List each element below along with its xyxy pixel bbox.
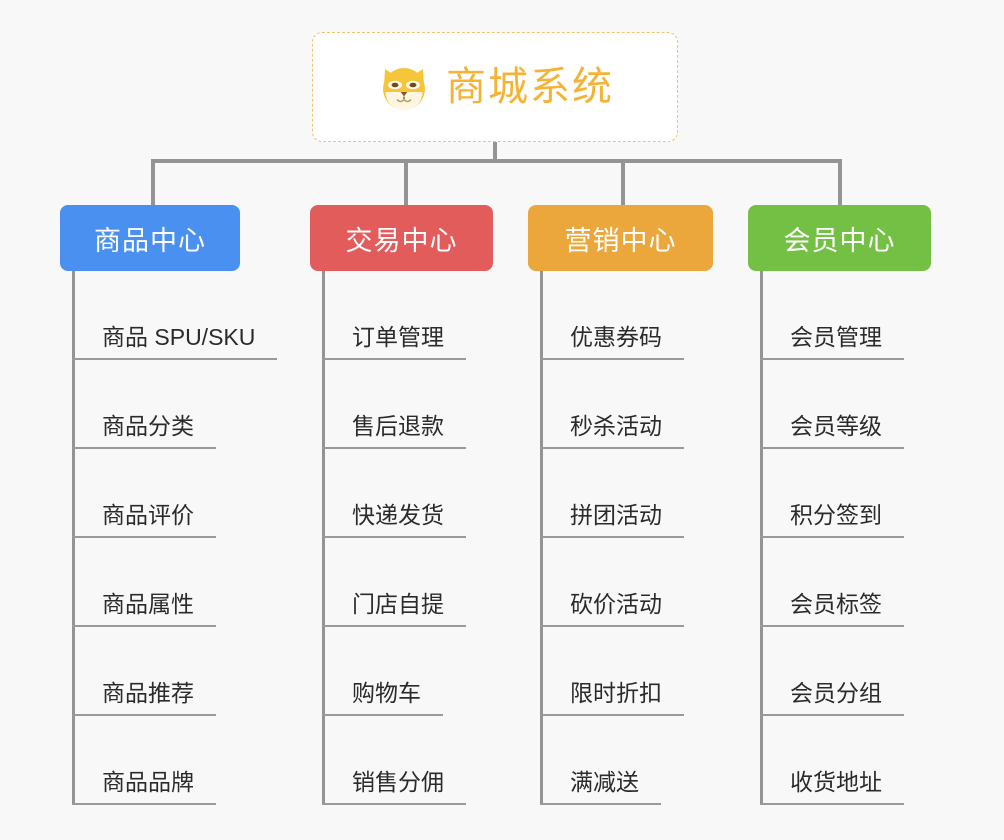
list-item[interactable]: 商品 SPU/SKU	[60, 271, 278, 360]
root-title: 商城系统	[446, 65, 614, 109]
list-item[interactable]: 优惠券码	[528, 271, 713, 360]
list-item[interactable]: 收货地址	[748, 716, 931, 805]
column-product-center: 商品中心 商品 SPU/SKU 商品分类 商品评价 商品属性 商品推荐 商品品牌	[60, 205, 278, 805]
connector-root-stem	[493, 142, 497, 163]
column-trunk-0	[72, 271, 75, 805]
root-node-shopping-mall-system[interactable]: 商城系统	[312, 32, 678, 142]
category-header-0[interactable]: 商品中心	[60, 205, 240, 271]
leaf-label: 会员管理	[760, 324, 904, 360]
leaf-label: 销售分佣	[322, 769, 466, 805]
leaf-label: 会员等级	[760, 413, 904, 449]
list-item[interactable]: 满减送	[528, 716, 713, 805]
leaf-label: 满减送	[540, 769, 661, 805]
leaf-label: 门店自提	[322, 591, 466, 627]
shiba-dog-face-icon	[376, 59, 432, 115]
leaf-list-3: 会员管理 会员等级 积分签到 会员标签 会员分组 收货地址	[748, 271, 931, 805]
column-trunk-3	[760, 271, 763, 805]
list-item[interactable]: 会员标签	[748, 538, 931, 627]
leaf-label: 商品评价	[72, 502, 216, 538]
leaf-label: 优惠券码	[540, 324, 684, 360]
leaf-list-1: 订单管理 售后退款 快递发货 门店自提 购物车 销售分佣	[310, 271, 493, 805]
list-item[interactable]: 会员等级	[748, 360, 931, 449]
leaf-label: 收货地址	[760, 769, 904, 805]
column-trunk-1	[322, 271, 325, 805]
category-header-1[interactable]: 交易中心	[310, 205, 493, 271]
category-title-3: 会员中心	[783, 225, 896, 256]
leaf-label: 订单管理	[322, 324, 466, 360]
leaf-label: 积分签到	[760, 502, 904, 538]
connector-drop-2	[404, 159, 408, 207]
list-item[interactable]: 积分签到	[748, 449, 931, 538]
connector-drop-4	[838, 159, 842, 207]
category-title-2: 营销中心	[564, 225, 677, 256]
leaf-label: 商品 SPU/SKU	[72, 324, 278, 360]
leaf-label: 砍价活动	[540, 591, 684, 627]
leaf-label: 快递发货	[322, 502, 466, 538]
category-title-0: 商品中心	[94, 225, 206, 256]
list-item[interactable]: 购物车	[310, 627, 493, 716]
connector-drop-3	[621, 159, 625, 207]
list-item[interactable]: 会员管理	[748, 271, 931, 360]
leaf-label: 购物车	[322, 680, 443, 716]
list-item[interactable]: 商品分类	[60, 360, 240, 449]
column-trunk-2	[540, 271, 543, 805]
leaf-label: 限时折扣	[540, 680, 684, 716]
list-item[interactable]: 会员分组	[748, 627, 931, 716]
list-item[interactable]: 售后退款	[310, 360, 493, 449]
leaf-label: 商品品牌	[72, 769, 216, 805]
connector-drop-1	[151, 159, 155, 207]
leaf-list-0: 商品 SPU/SKU 商品分类 商品评价 商品属性 商品推荐 商品品牌	[60, 271, 278, 805]
category-header-2[interactable]: 营销中心	[528, 205, 713, 271]
leaf-label: 售后退款	[322, 413, 466, 449]
column-member-center: 会员中心 会员管理 会员等级 积分签到 会员标签 会员分组 收货地址	[748, 205, 931, 805]
leaf-label: 会员标签	[760, 591, 904, 627]
list-item[interactable]: 订单管理	[310, 271, 493, 360]
category-header-3[interactable]: 会员中心	[748, 205, 931, 271]
category-title-1: 交易中心	[345, 225, 458, 256]
list-item[interactable]: 商品评价	[60, 449, 240, 538]
list-item[interactable]: 拼团活动	[528, 449, 713, 538]
list-item[interactable]: 砍价活动	[528, 538, 713, 627]
list-item[interactable]: 销售分佣	[310, 716, 493, 805]
column-marketing-center: 营销中心 优惠券码 秒杀活动 拼团活动 砍价活动 限时折扣 满减送	[528, 205, 713, 805]
list-item[interactable]: 快递发货	[310, 449, 493, 538]
leaf-label: 商品推荐	[72, 680, 216, 716]
leaf-label: 秒杀活动	[540, 413, 684, 449]
list-item[interactable]: 限时折扣	[528, 627, 713, 716]
leaf-list-2: 优惠券码 秒杀活动 拼团活动 砍价活动 限时折扣 满减送	[528, 271, 713, 805]
list-item[interactable]: 商品推荐	[60, 627, 240, 716]
list-item[interactable]: 秒杀活动	[528, 360, 713, 449]
leaf-label: 商品属性	[72, 591, 216, 627]
list-item[interactable]: 商品属性	[60, 538, 240, 627]
connector-horizontal-bus	[151, 159, 842, 163]
leaf-label: 商品分类	[72, 413, 216, 449]
column-trade-center: 交易中心 订单管理 售后退款 快递发货 门店自提 购物车 销售分佣	[310, 205, 493, 805]
leaf-label: 拼团活动	[540, 502, 684, 538]
list-item[interactable]: 门店自提	[310, 538, 493, 627]
list-item[interactable]: 商品品牌	[60, 716, 240, 805]
leaf-label: 会员分组	[760, 680, 904, 716]
